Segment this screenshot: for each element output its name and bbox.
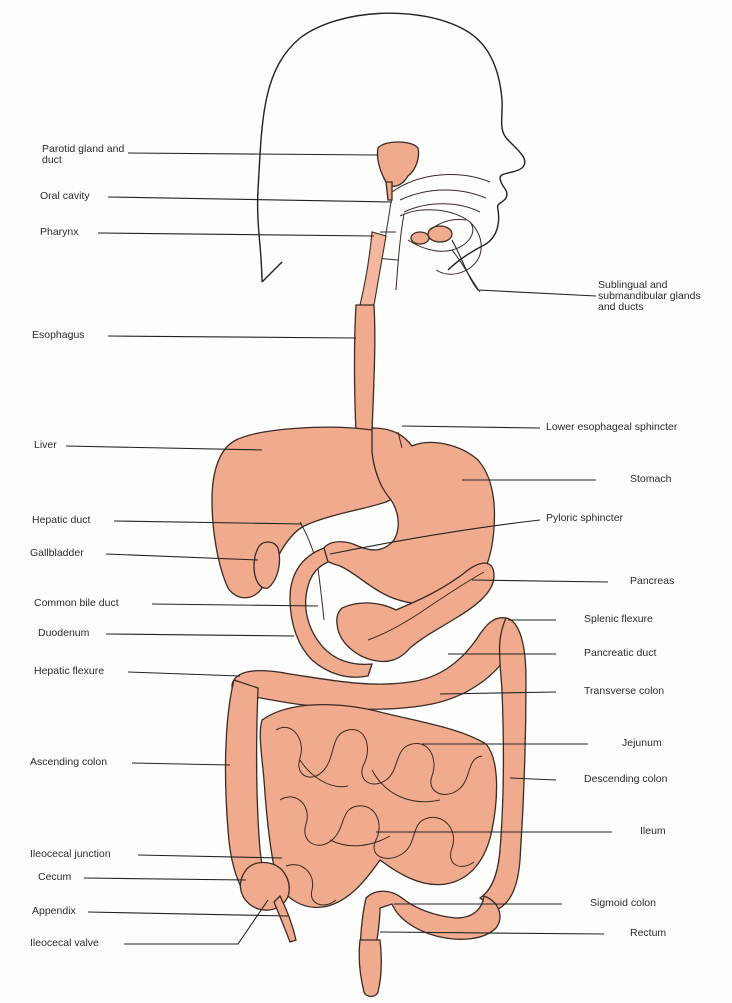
parotid-duct — [386, 182, 392, 200]
label-pharynx: Pharynx — [40, 227, 79, 238]
leader-pharynx — [98, 233, 374, 236]
label-jejunum: Jejunum — [622, 738, 662, 749]
label-duodenum: Duodenum — [38, 628, 89, 639]
pharynx — [360, 232, 386, 305]
label-ileocecal-valve: Ileocecal valve — [30, 938, 99, 949]
parotid-gland — [377, 142, 418, 186]
leader-cecum — [84, 878, 246, 880]
label-lower-sphincter: Lower esophageal sphincter — [546, 422, 677, 433]
label-cecum: Cecum — [38, 872, 71, 883]
label-liver: Liver — [34, 440, 57, 451]
leader-ileocecal-valve — [124, 900, 268, 944]
leader-rectum — [380, 932, 604, 934]
label-pancreas: Pancreas — [630, 576, 674, 587]
label-pancreatic-duct: Pancreatic duct — [584, 648, 656, 659]
leader-lower-sphincter — [402, 426, 540, 428]
label-ascending-colon: Ascending colon — [30, 757, 107, 768]
label-oral-cavity: Oral cavity — [40, 191, 90, 202]
leader-sublingual — [452, 240, 596, 296]
label-gallbladder: Gallbladder — [30, 548, 84, 559]
label-ileum: Ileum — [640, 826, 666, 837]
nasal-palate-lines — [392, 175, 490, 212]
label-parotid: Parotid gland and duct — [42, 144, 126, 166]
esophagus — [355, 305, 375, 432]
leader-parotid — [128, 153, 378, 155]
label-pyloric: Pyloric sphincter — [546, 513, 623, 524]
gallbladder — [254, 542, 280, 588]
rectum — [359, 940, 381, 997]
leader-duodenum — [106, 634, 294, 636]
label-rectum: Rectum — [630, 928, 666, 939]
leader-oral-cavity — [108, 197, 392, 202]
leader-hepatic-flexure — [128, 672, 240, 676]
label-appendix: Appendix — [32, 906, 76, 917]
label-splenic-flexure: Splenic flexure — [584, 614, 653, 625]
label-ileocecal-junction: Ileocecal junction — [30, 849, 111, 860]
label-descending-colon: Descending colon — [584, 774, 667, 785]
label-stomach: Stomach — [630, 474, 671, 485]
leader-esophagus — [108, 336, 356, 338]
leader-ascending-colon — [132, 763, 230, 765]
label-sublingual: Sublingual and submandibular glands and … — [598, 280, 716, 313]
label-transverse-colon: Transverse colon — [584, 686, 664, 697]
appendix — [274, 896, 296, 942]
neck-back-outline — [262, 262, 282, 282]
label-hepatic-flexure: Hepatic flexure — [34, 666, 104, 677]
label-hepatic-duct: Hepatic duct — [32, 515, 90, 526]
label-sigmoid-colon: Sigmoid colon — [590, 898, 656, 909]
label-esophagus: Esophagus — [32, 330, 85, 341]
sublingual-gland — [411, 232, 429, 244]
small-intestine — [260, 705, 496, 908]
label-common-bile-duct: Common bile duct — [34, 598, 119, 609]
